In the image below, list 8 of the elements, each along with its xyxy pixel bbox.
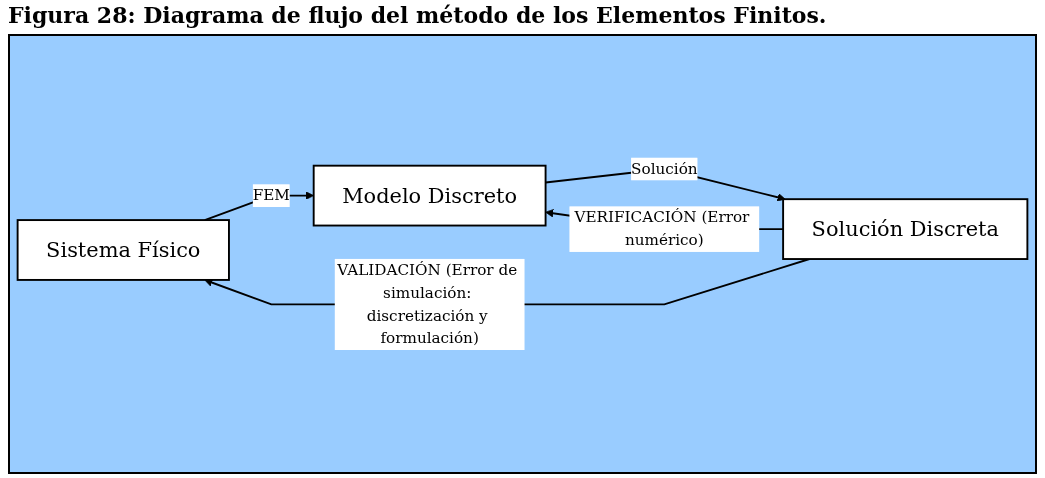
diagram-title: Figura 28: Diagrama de flujo del método de los Elementos Finitos. xyxy=(8,2,828,28)
node-box: Sistema Físico xyxy=(16,219,230,282)
edge-label: Solución xyxy=(631,159,698,178)
node-box: Modelo Discreto xyxy=(312,164,547,227)
edge-label: FEM xyxy=(252,186,290,205)
edge-label: VERIFICACIÓN (Error numérico) xyxy=(574,208,750,250)
edge-label: VALIDACIÓN (Error de simulación: discretización y formulación) xyxy=(337,260,518,348)
node-box: Solución Discreta xyxy=(782,198,1029,261)
